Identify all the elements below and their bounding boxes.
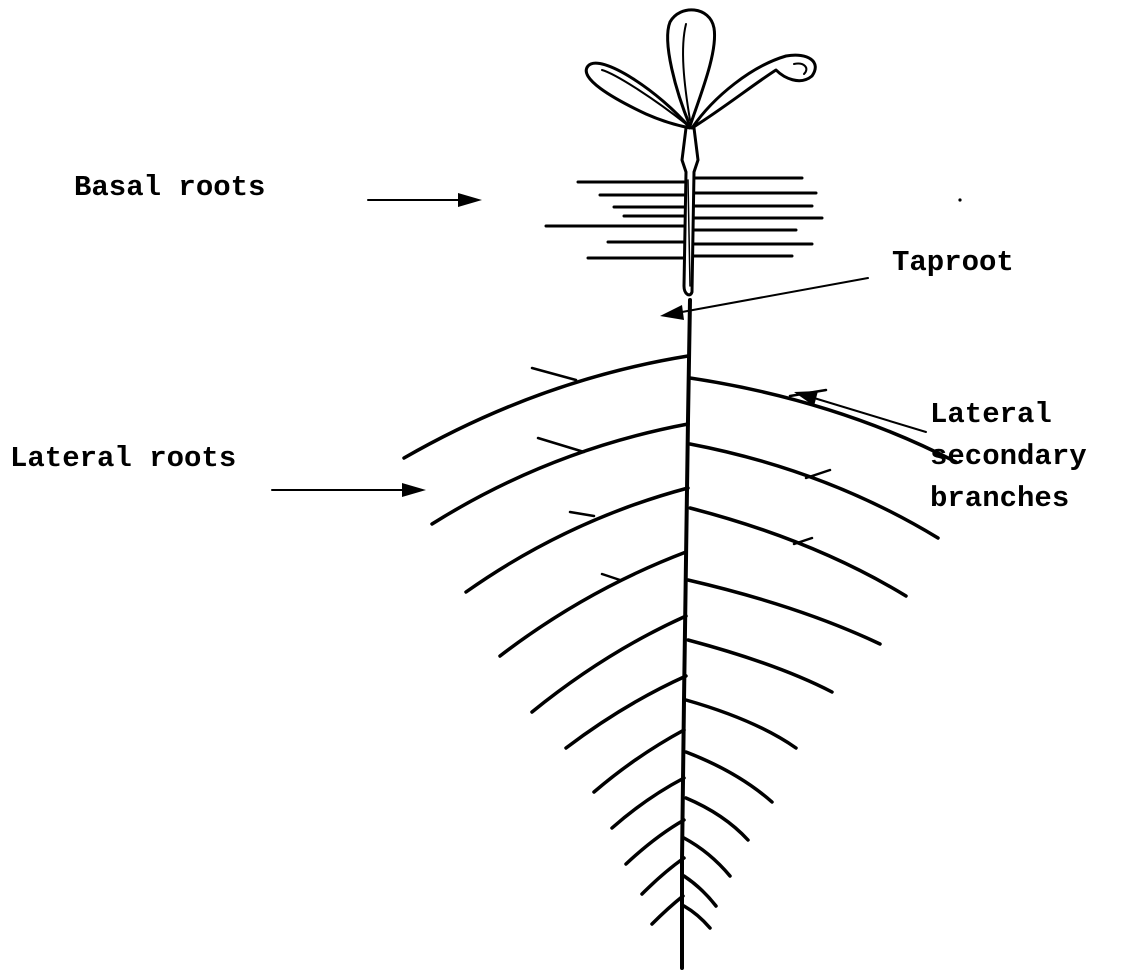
lateral-root [684, 838, 730, 876]
basal-roots-label: Basal roots [74, 171, 265, 204]
secondary-branch [538, 438, 584, 452]
lateral-secondary-arrow [794, 391, 926, 432]
lateral-root [684, 876, 716, 906]
secondary-branch [806, 470, 830, 478]
lateral-secondary-label-line1: Lateral [930, 398, 1052, 431]
seedling-leaves [586, 10, 815, 128]
secondary-branches [532, 368, 830, 580]
lateral-root [612, 778, 684, 828]
lateral-root [686, 798, 748, 840]
lateral-root [500, 552, 686, 656]
right-leaf-curl [794, 64, 806, 74]
secondary-branch [532, 368, 576, 380]
secondary-branch [570, 512, 594, 516]
lateral-root [532, 616, 686, 712]
basal-roots-arrow [368, 193, 482, 207]
lateral-root [432, 424, 688, 524]
lateral-roots-arrow [272, 483, 426, 497]
lateral-root [686, 752, 772, 802]
lateral-root [684, 906, 710, 928]
lateral-root [686, 700, 796, 748]
lateral-root [688, 640, 832, 692]
lateral-root [690, 444, 938, 538]
taproot-label: Taproot [892, 246, 1014, 279]
lateral-root [688, 580, 880, 644]
hypocotyl [682, 128, 698, 295]
center-leaf-inner [683, 24, 690, 120]
taproot [682, 300, 690, 968]
lateral-secondary-label-line3: branches [930, 482, 1069, 515]
lateral-root [594, 730, 684, 792]
lateral-root [626, 820, 684, 864]
lateral-roots [404, 356, 956, 928]
lateral-secondary-label-line2: secondary [930, 440, 1087, 473]
lateral-root [642, 858, 684, 894]
lateral-root [466, 488, 688, 592]
lateral-roots-label: Lateral roots [10, 442, 236, 475]
stray-dot [958, 198, 961, 201]
secondary-branch [602, 574, 620, 580]
lateral-root [652, 896, 683, 924]
left-leaf [586, 63, 690, 128]
lateral-root [690, 508, 906, 596]
